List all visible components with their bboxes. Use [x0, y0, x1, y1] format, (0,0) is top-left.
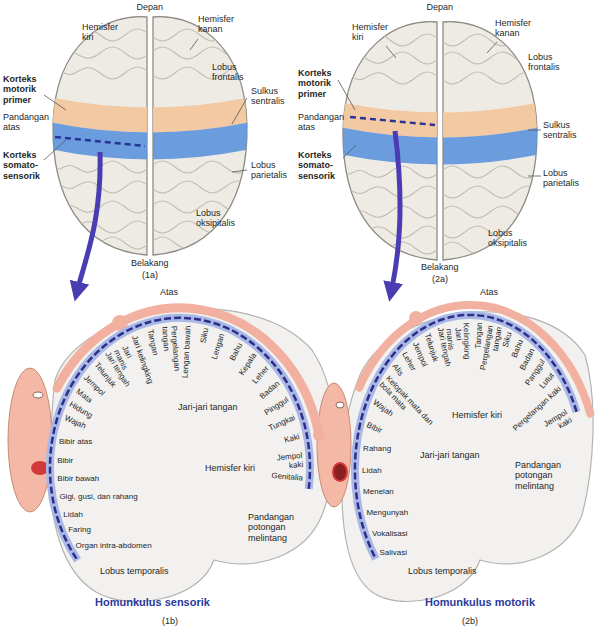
text-label: Hemisfer kiri [452, 410, 502, 420]
body-part-label: Bibir [57, 456, 73, 465]
text-label: Pandangan potongan melintang [515, 460, 587, 491]
cortex-band [355, 315, 577, 559]
leader-line [338, 80, 355, 110]
text-label: Lobus parietalis [251, 160, 293, 181]
body-part-label: Rahang [363, 444, 391, 453]
body-part-label: Kaki [283, 432, 301, 445]
body-part-label: Faring [68, 525, 91, 534]
leader-line [528, 176, 541, 177]
leader-line [190, 39, 198, 50]
leader-line [487, 42, 497, 53]
text-label: Lobus frontalis [528, 52, 573, 73]
body-part-label: Pergelangan tangan [160, 325, 183, 392]
body-part-label: Lengan [210, 332, 227, 361]
text-label: Lobus frontalis [212, 62, 254, 83]
text-label: Atas [480, 287, 498, 297]
text-label: (1b) [162, 616, 178, 626]
text-label: Hemisfer kiri [352, 22, 397, 43]
body-part-label: Bahu [228, 341, 245, 362]
text-label: Pandangan potongan melintang [248, 512, 320, 543]
text-label: Belakang [131, 258, 169, 268]
body-part-label: Bibir [365, 421, 383, 436]
homunculus-face [317, 383, 351, 507]
body-part-label: Badan [258, 379, 281, 401]
brain-top-view [40, 17, 260, 255]
body-part-label: Tangan [146, 328, 160, 355]
body-part-label: Bibir bawah [57, 474, 99, 483]
leader-line [528, 130, 541, 131]
text-label: Belakang [421, 262, 459, 272]
homunculus-hand [409, 311, 423, 325]
leader-line [44, 140, 66, 160]
view-arrow [78, 152, 100, 288]
text-label: Korteks somato-sensorik [298, 150, 348, 181]
body-part-label: Kelopak mata dan bola mata [378, 374, 437, 435]
body-part-label: Lidah [63, 510, 83, 519]
body-part-label: Tungkai [267, 413, 296, 433]
text-label: Jari-jari tangan [178, 402, 238, 412]
leader-line [44, 95, 66, 110]
body-part-label: Lengan bawah [181, 325, 193, 378]
text-label: Lobus oksipitalis [488, 228, 536, 249]
body-part-label: Gigi, gusi, dan rahang [59, 492, 125, 501]
body-part-label: Genitalia [270, 471, 303, 483]
text-label: Lobus oksipitalis [196, 208, 244, 229]
section-dashed-line [350, 117, 435, 125]
body-part-label: Siku [198, 327, 210, 344]
leader-line [343, 145, 356, 158]
text-label: Hemisfer kiri [82, 22, 127, 43]
body-part-label: Salivasi [379, 548, 407, 557]
homunculus-foot [313, 429, 325, 441]
brain-top-view [330, 22, 550, 260]
body-part-label: Tangan [473, 322, 484, 349]
body-part-label: Menelan [363, 487, 394, 496]
section-dashed-line [55, 137, 145, 146]
text-label: Sulkus sentralis [251, 86, 293, 107]
body-part-label: Leher [251, 364, 271, 385]
text-label: (1a) [142, 270, 158, 280]
text-label: Homunkulus sensorik [95, 596, 210, 609]
body-part-label: Bibir atas [59, 437, 92, 446]
body-part-label: Lidah [362, 466, 382, 475]
text-label: Lobus temporalis [408, 566, 477, 576]
text-label: Atas [160, 287, 178, 297]
cortex-dashed-arc [355, 315, 577, 559]
text-label: Korteks motorik primer [3, 74, 49, 105]
text-label: Jari-jari tangan [420, 450, 480, 460]
leader-line [232, 170, 247, 172]
body-part-label: Organ intra-abdomen [76, 541, 142, 550]
text-label: Hemisfer kanan [198, 14, 243, 35]
brain-cross-section [50, 309, 335, 602]
text-label: Depan [137, 2, 164, 12]
text-label: Lobus parietalis [543, 168, 588, 189]
body-part-label: Jempol kaki [260, 451, 304, 474]
homunculus-face [8, 368, 52, 512]
text-label: (2a) [432, 274, 448, 284]
view-arrow [392, 131, 400, 288]
leader-lines [44, 39, 541, 176]
body-part-label: Mengunyah [366, 508, 408, 517]
text-label: Pandangan atas [298, 112, 346, 133]
text-label: Korteks somato-sensorik [3, 150, 53, 181]
leader-line [232, 98, 247, 124]
text-label: (2b) [462, 616, 478, 626]
text-label: Sulkus sentralis [543, 120, 588, 141]
leader-line [386, 46, 396, 58]
homunculus-mouth [333, 463, 347, 481]
text-label: Korteks motorik primer [298, 68, 344, 99]
text-label: Hemisfer kanan [495, 18, 540, 39]
body-part-label: Vokalisasi [372, 529, 408, 538]
text-label: Hemisfer kiri [205, 463, 255, 473]
homunculus-eye [33, 392, 43, 398]
text-label: Lobus temporalis [100, 566, 169, 576]
text-label: Depan [427, 2, 454, 12]
homunculus-eye [336, 402, 344, 408]
text-label: Homunkulus motorik [425, 596, 535, 609]
text-label: Pandangan atas [3, 112, 53, 133]
